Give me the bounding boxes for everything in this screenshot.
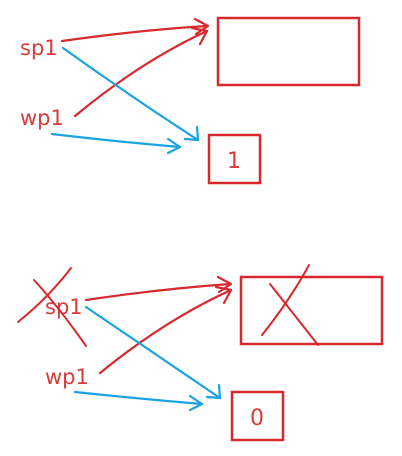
top-scenario: 1 sp1 wp1 <box>20 16 361 185</box>
top-object-box <box>216 16 361 87</box>
bottom-count-value: 0 <box>250 406 264 431</box>
bottom-object-cross-mark <box>261 264 319 346</box>
top-sp1-label: sp1 <box>20 36 58 60</box>
top-count-box <box>207 133 262 185</box>
bottom-sp1-to-count-arrow <box>84 305 222 400</box>
bottom-sp1-to-object-arrow <box>84 275 233 302</box>
bottom-wp1-to-count-arrow <box>73 390 204 412</box>
bottom-sp1-cross-mark <box>17 267 87 347</box>
top-count-value: 1 <box>227 149 241 174</box>
bottom-count-box <box>230 390 285 442</box>
top-wp1-label: wp1 <box>20 106 64 130</box>
top-wp1-to-count-arrow <box>50 132 182 155</box>
bottom-wp1-label: wp1 <box>45 365 89 389</box>
bottom-wp1-to-object-arrow <box>98 285 233 375</box>
bottom-scenario: 0 sp1 wp1 <box>17 264 384 442</box>
top-sp1-to-object-arrow <box>60 17 210 43</box>
top-sp1-to-count-arrow <box>61 46 200 142</box>
top-wp1-to-object-arrow <box>73 26 209 118</box>
bottom-object-box <box>239 275 384 346</box>
